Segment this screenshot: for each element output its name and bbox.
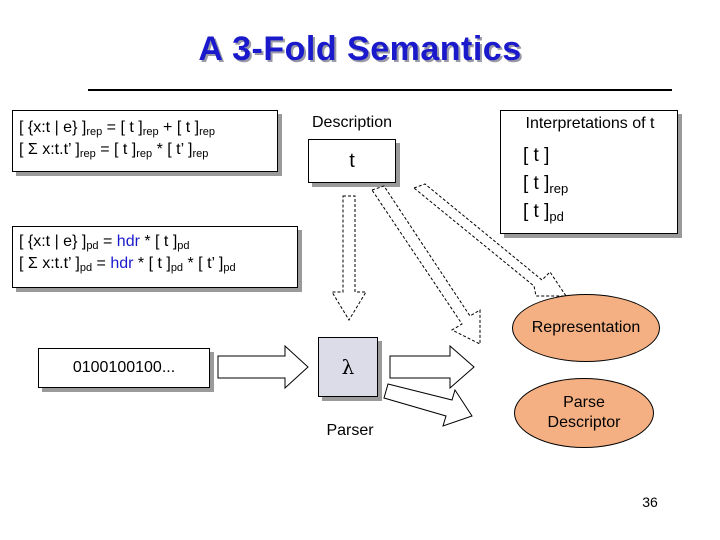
eq-term: * [ t’ ] — [183, 255, 224, 272]
eq-subscript: rep — [136, 148, 153, 160]
description-to-representation-arrow — [371, 185, 481, 345]
eq-subscript: pd — [223, 262, 236, 274]
eq-subscript: rep — [142, 126, 159, 138]
interpretations-box: Interpretations of t [ t ] [ t ]rep [ t … — [500, 110, 678, 234]
eq-term: = — [92, 255, 111, 272]
eq-subscript: pd — [177, 240, 190, 252]
interpretations-title: Interpretations of t — [525, 115, 655, 132]
description-label: Description — [311, 114, 393, 131]
rep-equation-refinement: [ {x:t | e} ]rep = [ t ]rep + [ t ]rep — [19, 117, 277, 139]
description-value: t — [349, 149, 355, 172]
eq-term: [ Σ x:t.t’ ] — [19, 255, 80, 272]
eq-subscript: rep — [192, 148, 209, 160]
eq-subscript: pd — [79, 262, 93, 274]
interpretation-term: [ t ] — [523, 201, 550, 222]
interpretations-to-descriptor-arrow — [413, 183, 567, 297]
pd-equations-box: [ {x:t | e} ]pd = hdr * [ t ]pd [ Σ x:t.… — [12, 226, 298, 288]
description-to-parser-arrow — [331, 195, 367, 321]
rep-equation-sigma: [ Σ x:t.t’ ]rep = [ t ]rep * [ t’ ]rep — [19, 139, 277, 161]
eq-term: * [ t ] — [133, 255, 171, 272]
input-bits-box: 0100100100... — [38, 348, 210, 388]
eq-term: * [ t’ ] — [152, 141, 193, 158]
parse-descriptor-line: Parse — [563, 394, 605, 411]
slide-title: A 3-Fold Semantics — [198, 30, 522, 68]
input-bits: 0100100100... — [72, 359, 176, 376]
eq-term: [ {x:t | e} ] — [19, 119, 87, 136]
hdr-keyword: hdr — [110, 255, 134, 272]
interpretation-subscript: rep — [549, 181, 569, 196]
descriptor-arrow — [383, 383, 473, 427]
pd-equation-sigma: [ Σ x:t.t’ ]pd = hdr * [ t ]pd * [ t’ ]p… — [19, 253, 297, 275]
interpretation-term: [ t ] — [523, 173, 550, 194]
eq-subscript: rep — [199, 126, 215, 138]
representation-node: Representation — [512, 294, 660, 362]
eq-term: [ Σ x:t.t’ ] — [19, 141, 80, 158]
representation-arrow — [389, 344, 475, 390]
eq-term: = — [98, 233, 117, 250]
eq-term: = [ t ] — [102, 119, 143, 136]
hdr-keyword: hdr — [116, 233, 140, 250]
input-arrow — [217, 344, 309, 390]
parse-descriptor-line: Descriptor — [547, 414, 621, 431]
eq-subscript: rep — [79, 148, 96, 160]
eq-subscript: rep — [86, 126, 103, 138]
interpretation-line: [ t ]pd — [523, 201, 564, 223]
eq-subscript: pd — [86, 240, 99, 252]
eq-term: [ {x:t | e} ] — [19, 233, 87, 250]
parser-box: λ — [318, 337, 378, 397]
interpretation-line: [ t ]rep — [523, 173, 568, 195]
page-number: 36 — [642, 494, 658, 510]
pd-equation-refinement: [ {x:t | e} ]pd = hdr * [ t ]pd — [19, 231, 297, 253]
description-box: t — [308, 139, 396, 183]
eq-subscript: pd — [170, 262, 184, 274]
eq-term: = [ t ] — [95, 141, 137, 158]
interpretation-line: [ t ] — [523, 145, 549, 167]
eq-term: * [ t ] — [139, 233, 178, 250]
rep-equations-box: [ {x:t | e} ]rep = [ t ]rep + [ t ]rep [… — [12, 110, 278, 172]
eq-term: + [ t ] — [158, 119, 200, 136]
representation-label: Representation — [531, 319, 641, 336]
parser-label: Parser — [326, 422, 374, 439]
interpretation-subscript: pd — [549, 209, 564, 224]
lambda-symbol: λ — [341, 355, 355, 379]
interpretation-term: [ t ] — [523, 145, 550, 166]
title-rule — [88, 89, 672, 91]
